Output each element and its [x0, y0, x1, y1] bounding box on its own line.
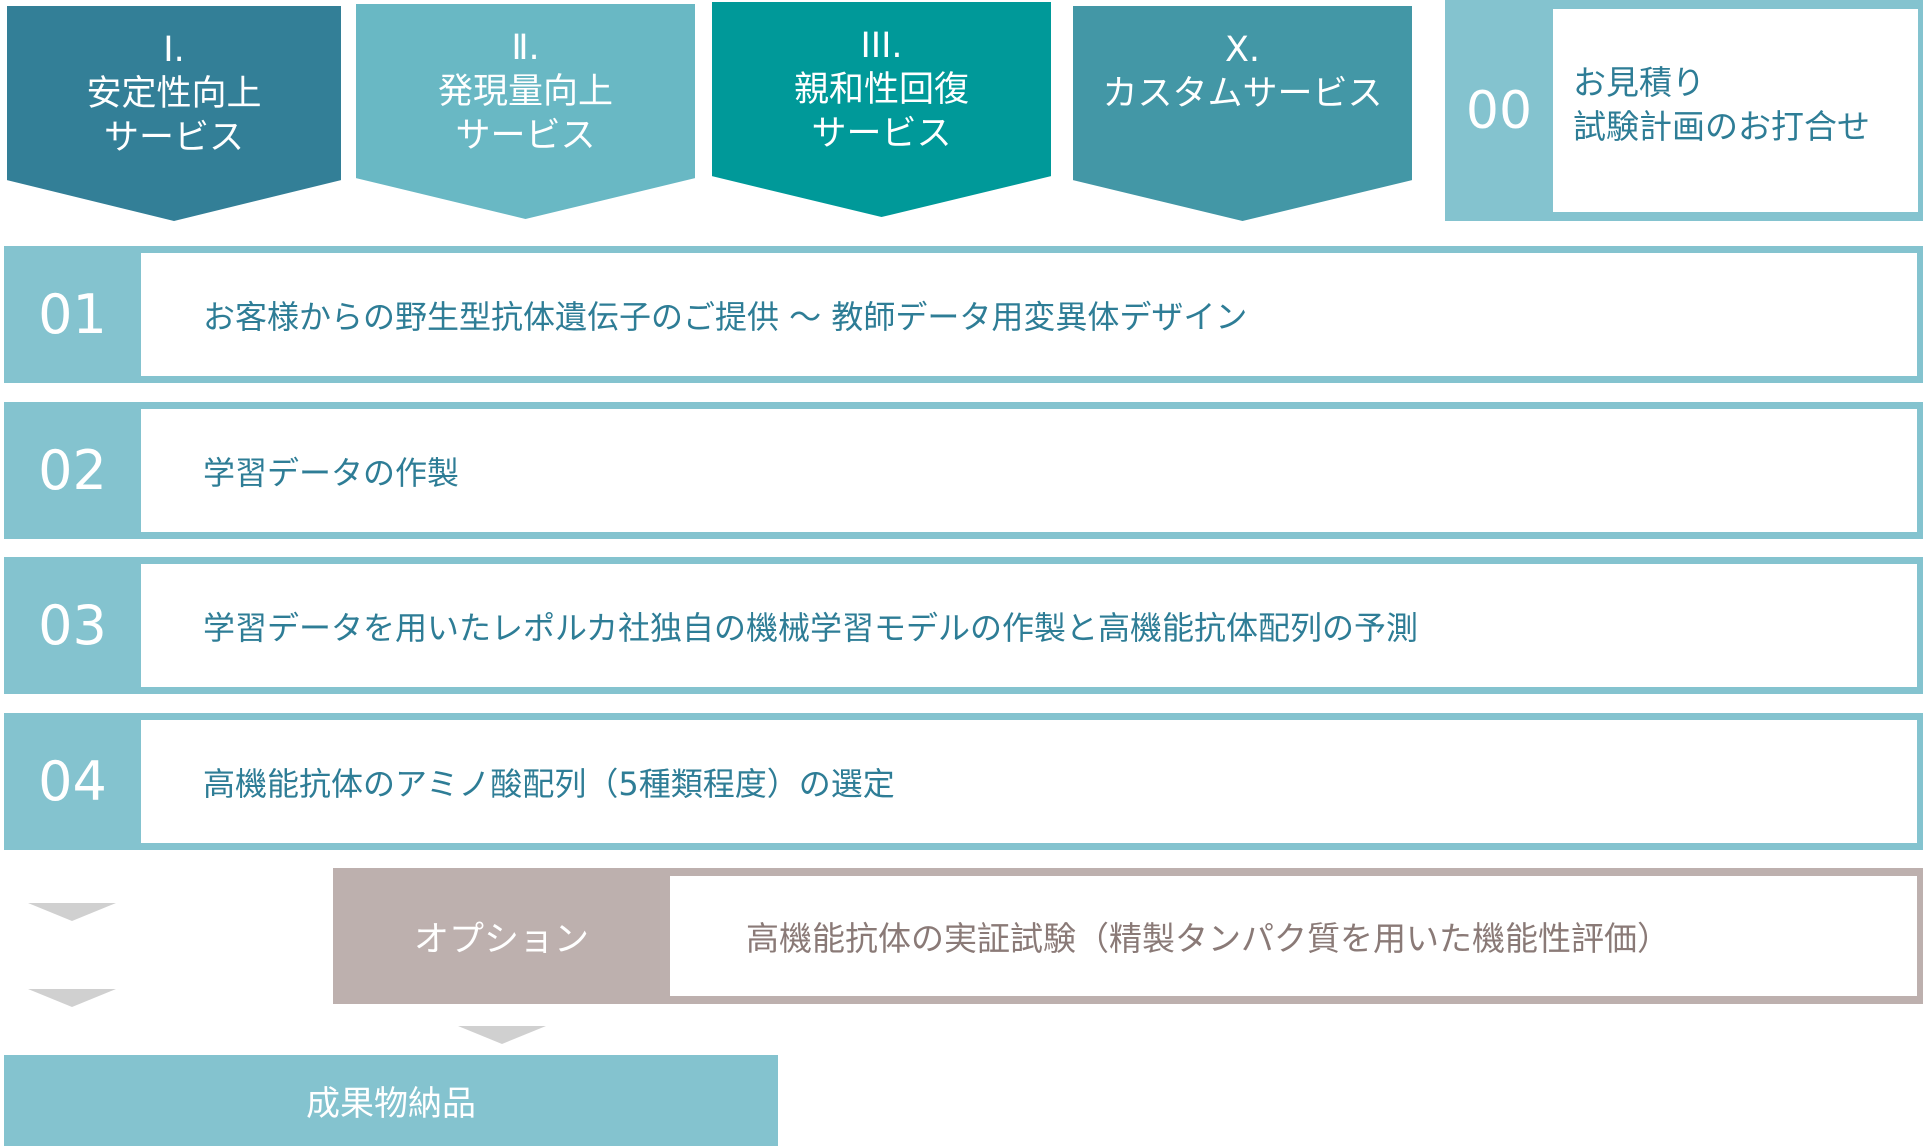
step-04: 04 高機能抗体のアミノ酸配列（5種類程度）の選定 — [4, 713, 1923, 850]
service-numeral: III. — [860, 26, 903, 66]
service-subtitle: サービス — [455, 116, 596, 156]
step-number: 03 — [38, 594, 107, 657]
down-arrow-icon — [28, 903, 116, 921]
service-numeral: Ⅱ. — [511, 28, 540, 68]
step-text: 学習データの作製 — [141, 409, 1917, 532]
step-01: 01 お客様からの野生型抗体遺伝子のご提供 ～ 教師データ用変異体デザイン — [4, 246, 1923, 383]
down-arrow-icon — [458, 1026, 546, 1044]
service-title: カスタムサービス — [1102, 74, 1383, 114]
service-subtitle: サービス — [103, 118, 244, 158]
service-numeral: Ⅰ. — [163, 30, 185, 70]
service-expression: Ⅱ. 発現量向上 サービス — [356, 4, 695, 219]
step-02: 02 学習データの作製 — [4, 402, 1923, 539]
service-title: 発現量向上 — [437, 72, 613, 112]
step-number: 00 — [1465, 80, 1533, 141]
step-text: お客様からの野生型抗体遺伝子のご提供 ～ 教師データ用変異体デザイン — [141, 253, 1917, 376]
service-custom: X. カスタムサービス — [1073, 6, 1412, 221]
option-text: 高機能抗体の実証試験（精製タンパク質を用いた機能性評価） — [670, 876, 1917, 996]
step-text: お見積り 試験計画のお打合せ — [1553, 9, 1918, 212]
step-text-line1: お見積り — [1573, 63, 1705, 102]
option-label: オプション — [413, 919, 589, 960]
step-text: 学習データを用いたレポルカ社独自の機械学習モデルの作製と高機能抗体配列の予測 — [141, 564, 1917, 687]
step-number: 04 — [38, 750, 107, 813]
service-title: 親和性回復 — [793, 70, 969, 110]
step-number: 01 — [38, 283, 107, 346]
step-03: 03 学習データを用いたレポルカ社独自の機械学習モデルの作製と高機能抗体配列の予… — [4, 557, 1923, 694]
option-step: オプション 高機能抗体の実証試験（精製タンパク質を用いた機能性評価） — [333, 868, 1923, 1004]
down-arrow-icon — [28, 989, 116, 1007]
deliverable-box: 成果物納品 — [4, 1055, 778, 1146]
step-number: 02 — [38, 439, 107, 502]
service-numeral: X. — [1224, 30, 1261, 70]
service-subtitle: サービス — [811, 114, 952, 154]
service-title: 安定性向上 — [86, 74, 262, 114]
step-text: 高機能抗体のアミノ酸配列（5種類程度）の選定 — [141, 720, 1917, 843]
service-affinity: III. 親和性回復 サービス — [712, 2, 1051, 217]
service-stability: Ⅰ. 安定性向上 サービス — [7, 6, 341, 221]
step-00: 00 お見積り 試験計画のお打合せ — [1445, 0, 1923, 221]
step-text-line2: 試験計画のお打合せ — [1573, 107, 1870, 146]
